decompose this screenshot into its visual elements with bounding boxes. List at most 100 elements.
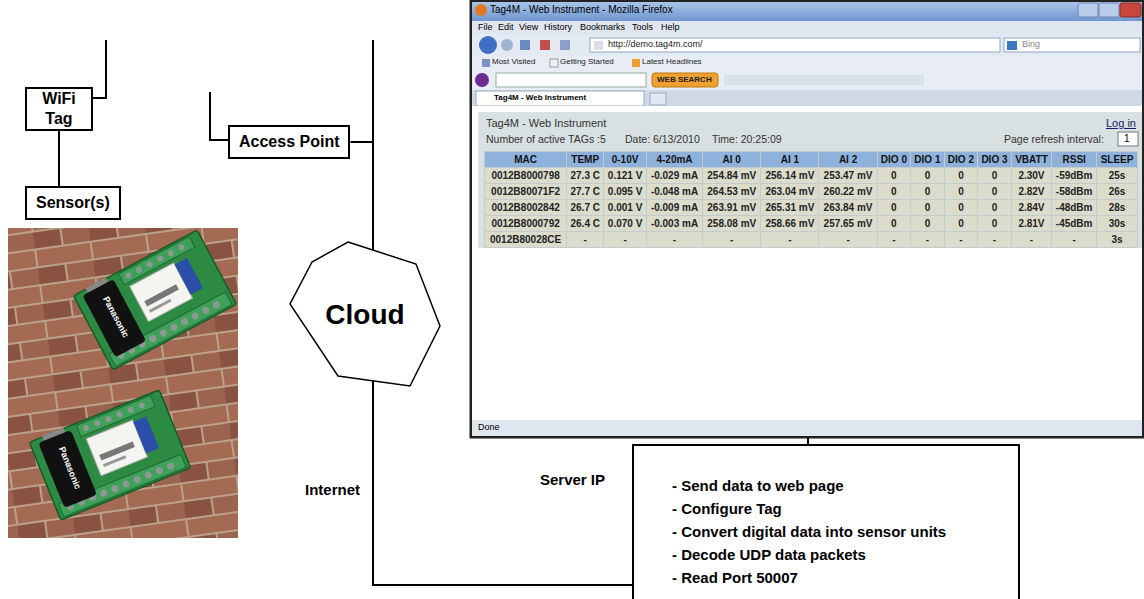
column-header: 4-20mA: [647, 152, 702, 167]
network-label: Internet: [305, 481, 360, 498]
server-task: - Decode UDP data packets: [672, 543, 1018, 566]
column-header: AI 2: [819, 152, 876, 167]
table-cell: 0012B80071F2: [485, 184, 566, 199]
table-cell: 2.82V: [1012, 184, 1052, 199]
table-cell: 0: [978, 184, 1011, 199]
device-name: WiFi Tag: [36, 89, 82, 129]
table-cell: 260.22 mV: [819, 184, 876, 199]
menu-item: Tools: [632, 22, 653, 32]
antenna-lines: [93, 40, 373, 160]
server-task: - Send data to web page: [672, 474, 1018, 497]
server-task: - Configure Tag: [672, 497, 1018, 520]
cloud-name: Cloud: [325, 299, 404, 331]
table-cell: 265.31 mV: [761, 200, 818, 215]
table-cell: 253.47 mV: [819, 168, 876, 183]
device-name: Access Point: [239, 132, 339, 152]
page-heading: Tag4M - Web Instrument: [486, 117, 606, 129]
table-cell: 0: [878, 168, 911, 183]
table-cell: 0: [945, 168, 978, 183]
table-cell: 27.3 C: [567, 168, 603, 183]
data-row: 0012B80028CE------------3s: [485, 232, 1137, 247]
data-row: 0012B800079226.4 C0.070 V-0.003 mA258.08…: [485, 216, 1137, 231]
table-cell: -: [911, 232, 944, 247]
table-cell: 0: [911, 216, 944, 231]
table-cell: -: [567, 232, 603, 247]
status-text: Time: 20:25:09: [712, 133, 782, 145]
server-task: - Read Port 50007: [672, 566, 1018, 589]
menu-item: Help: [661, 22, 680, 32]
table-cell: 256.14 mV: [761, 168, 818, 183]
connector-line: [58, 131, 60, 186]
bookmark-item: Latest Headlines: [642, 57, 702, 66]
column-header: DIO 1: [911, 152, 944, 167]
table-cell: -: [604, 232, 646, 247]
table-cell: 0: [945, 216, 978, 231]
table-cell: 263.04 mV: [761, 184, 818, 199]
table-cell: 0: [978, 200, 1011, 215]
table-cell: 0: [945, 184, 978, 199]
toolbar-button: WEB SEARCH: [657, 75, 712, 84]
device-name: Sensor(s): [36, 193, 110, 213]
network-label: Server IP: [540, 471, 605, 488]
table-cell: -48dBm: [1052, 200, 1096, 215]
table-cell: -45dBm: [1052, 216, 1096, 231]
status-text: Date: 6/13/2010: [625, 133, 700, 145]
column-header: MAC: [485, 152, 566, 167]
window-title: Tag4M - Web Instrument - Mozilla Firefox: [490, 4, 673, 16]
table-cell: 0: [978, 216, 1011, 231]
search-hint: Bing: [1022, 39, 1040, 49]
url-text: http://demo.tag4m.com/: [608, 39, 703, 49]
table-cell: 0012B80028CE: [485, 232, 566, 247]
table-cell: -0.003 mA: [647, 216, 702, 231]
status-text: Number of active TAGs :5: [486, 133, 606, 145]
browser-chrome: [471, 1, 1143, 437]
menu-item: History: [544, 22, 572, 32]
table-cell: 0: [978, 168, 1011, 183]
table-cell: 0012B8002842: [485, 200, 566, 215]
table-cell: -: [1052, 232, 1096, 247]
column-header: AI 0: [703, 152, 760, 167]
table-cell: -59dBm: [1052, 168, 1096, 183]
table-cell: 27.7 C: [567, 184, 603, 199]
menu-item: View: [519, 22, 538, 32]
table-cell: 257.65 mV: [819, 216, 876, 231]
table-cell: 0: [911, 184, 944, 199]
column-header: RSSI: [1052, 152, 1096, 167]
table-cell: 0: [878, 216, 911, 231]
column-header: DIO 2: [945, 152, 978, 167]
table-cell: -: [819, 232, 876, 247]
header-row: MACTEMP0-10V4-20mAAI 0AI 1AI 2DIO 0DIO 1…: [485, 152, 1137, 167]
bookmark-item: Most Visited: [492, 57, 535, 66]
data-table: MACTEMP0-10V4-20mAAI 0AI 1AI 2DIO 0DIO 1…: [484, 151, 1138, 248]
column-header: VBATT: [1012, 152, 1052, 167]
table-cell: -0.029 mA: [647, 168, 702, 183]
connector-line: [350, 142, 373, 250]
data-table-body: MACTEMP0-10V4-20mAAI 0AI 1AI 2DIO 0DIO 1…: [485, 152, 1137, 247]
connector-line: [373, 381, 632, 585]
table-cell: 28s: [1097, 200, 1137, 215]
table-cell: 0: [911, 200, 944, 215]
table-cell: -: [703, 232, 760, 247]
cloud-shape: Cloud: [288, 240, 442, 390]
column-header: SLEEP: [1097, 152, 1137, 167]
table-cell: 263.84 mV: [819, 200, 876, 215]
cloud-outline-path: [290, 242, 440, 386]
device-box: Access Point: [228, 125, 350, 159]
server-task: - Convert digital data into sensor units: [672, 520, 1018, 543]
table-cell: -: [1012, 232, 1052, 247]
data-row: 0012B800284226.7 C0.001 V-0.009 mA263.91…: [485, 200, 1137, 215]
table-cell: 0012B8000798: [485, 168, 566, 183]
data-row: 0012B80071F227.7 C0.095 V-0.048 mA264.53…: [485, 184, 1137, 199]
menu-item: Bookmarks: [580, 22, 625, 32]
menu-item: Edit: [498, 22, 514, 32]
table-cell: 26s: [1097, 184, 1137, 199]
table-cell: 0.095 V: [604, 184, 646, 199]
table-cell: 2.30V: [1012, 168, 1052, 183]
table-cell: -: [978, 232, 1011, 247]
table-cell: 26.7 C: [567, 200, 603, 215]
table-cell: 0: [911, 168, 944, 183]
table-cell: 3s: [1097, 232, 1137, 247]
table-cell: 0012B8000792: [485, 216, 566, 231]
table-cell: 0: [945, 200, 978, 215]
select-value: 1: [1124, 133, 1130, 144]
